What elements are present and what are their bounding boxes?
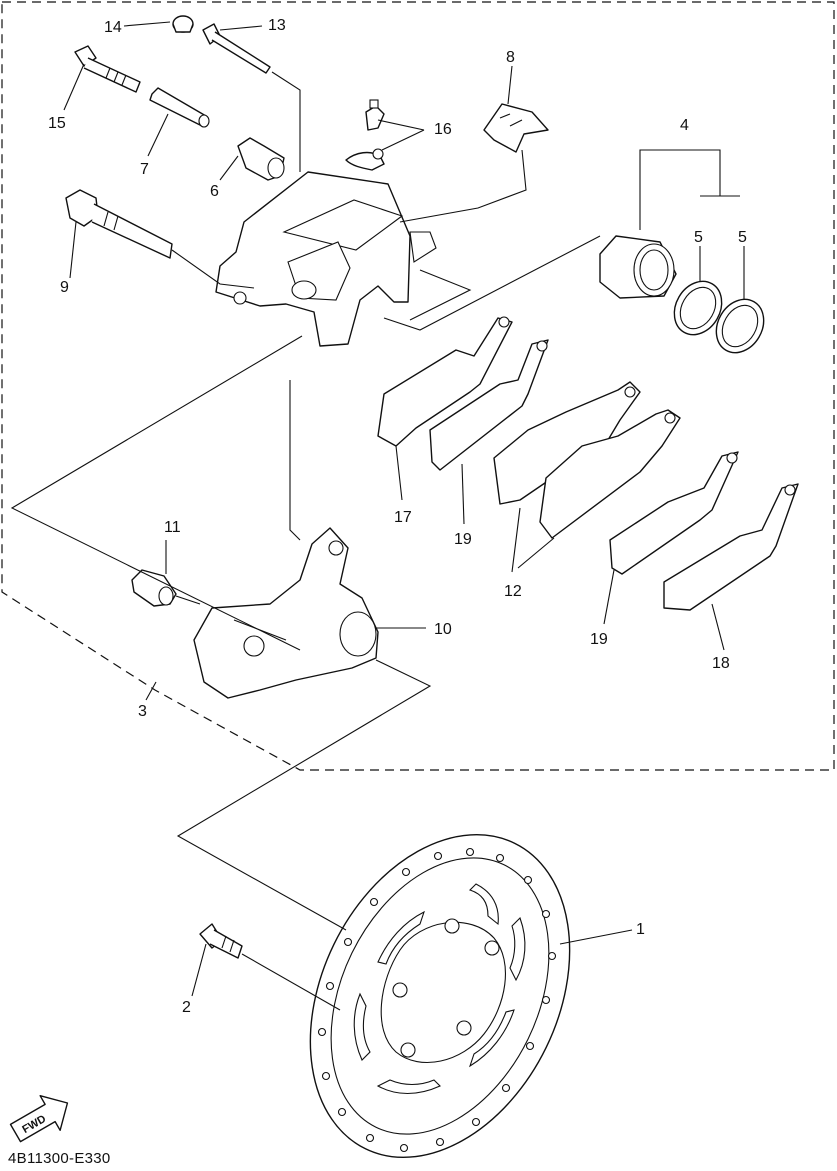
- callout-6: 6: [210, 183, 219, 200]
- callout-15: 15: [48, 115, 66, 132]
- disc-bolt-hole-4: [400, 1042, 416, 1058]
- part-19-brake-pad-upper: [429, 339, 549, 471]
- assembly-lines: [10, 71, 601, 1011]
- callout-16: 16: [434, 121, 452, 138]
- part-4-piston: [599, 235, 677, 299]
- part-18-pad-shim: [663, 483, 799, 611]
- callout-11: 11: [164, 519, 181, 536]
- callout-1: 1: [636, 921, 645, 938]
- callout-5-b: 5: [738, 229, 747, 246]
- diagram-code: 4B11300-E330: [8, 1150, 111, 1167]
- part-11-boot: [131, 569, 177, 607]
- callout-leaders: [63, 21, 745, 997]
- disc-bolt-hole-2: [484, 940, 500, 956]
- callout-2: 2: [182, 999, 191, 1016]
- callout-9: 9: [60, 279, 69, 296]
- part-10-caliper-bracket: [193, 527, 379, 699]
- callout-18: 18: [712, 655, 730, 672]
- callout-17: 17: [394, 509, 412, 526]
- callout-14: 14: [104, 19, 122, 36]
- disc-hub: [380, 921, 506, 1064]
- callout-7: 7: [140, 161, 149, 178]
- disc-bolt-hole-3: [456, 1020, 472, 1036]
- caliper-assembly-boundary: [1, 1, 835, 771]
- part-14-cap: [172, 15, 194, 33]
- part-5-piston-seal-b: [715, 298, 765, 354]
- part-2-disc-bolt: [199, 923, 243, 959]
- part-7-slide-pin: [149, 87, 210, 128]
- fwd-arrow-icon: FWD: [9, 1094, 69, 1143]
- part-15-bolt: [74, 45, 141, 93]
- callout-19-lower: 19: [590, 631, 608, 648]
- part-12-brake-pad-set: [493, 381, 681, 539]
- callout-8: 8: [506, 49, 515, 66]
- part-17-pad-shim: [377, 316, 513, 447]
- disc-bolt-hole-1: [444, 918, 460, 934]
- part-19-brake-pad-lower: [609, 451, 739, 575]
- part-9-bolt: [65, 189, 173, 259]
- disc-bolt-hole-5: [392, 982, 408, 998]
- callout-10: 10: [434, 621, 452, 638]
- part-5-piston-seal-a: [673, 280, 723, 336]
- caliper-body: [215, 171, 437, 347]
- disc-cooling-slots: [353, 883, 526, 1094]
- part-6-boot: [237, 137, 285, 181]
- callout-5-a: 5: [694, 229, 703, 246]
- callout-12: 12: [504, 583, 522, 600]
- part-8-pad-spring: [483, 103, 549, 153]
- part-13-pad-pin: [202, 23, 271, 74]
- callout-13: 13: [268, 17, 286, 34]
- part-1-brake-disc: [309, 833, 571, 1159]
- callout-labels: 14 13 15 7 6 9 16 8 4 5 5 17 19 12 19 18…: [48, 17, 747, 1016]
- callout-19-upper: 19: [454, 531, 472, 548]
- part-16-bleed-screw: [345, 99, 385, 171]
- callout-3: 3: [138, 703, 147, 720]
- disc-perforation-holes: [317, 847, 557, 1153]
- callout-4: 4: [680, 117, 689, 134]
